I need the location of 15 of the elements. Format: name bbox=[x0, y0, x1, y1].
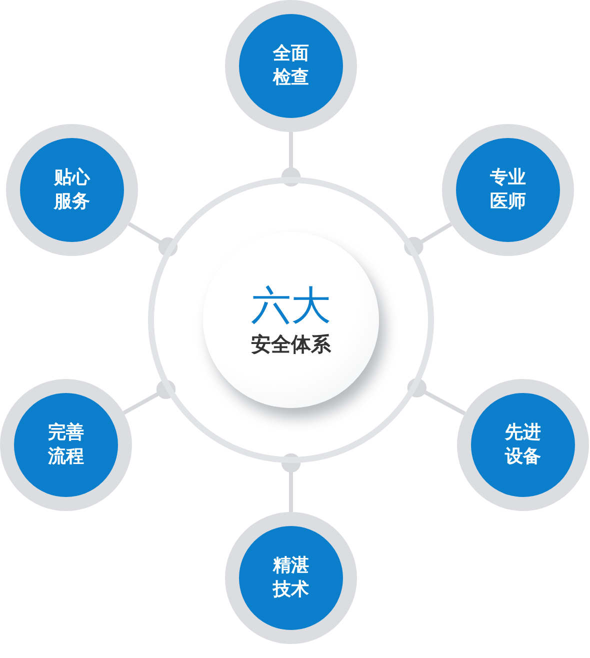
topic-label: 先进设备 bbox=[504, 421, 542, 469]
connector-line bbox=[407, 378, 466, 416]
connector-line bbox=[281, 132, 301, 187]
topic-label: 精湛技术 bbox=[272, 554, 310, 602]
topic-label: 专业医师 bbox=[489, 166, 527, 214]
subtitle-text: 安全体系 bbox=[251, 331, 331, 358]
connector-line bbox=[404, 222, 452, 256]
topic-label: 全面检查 bbox=[272, 42, 310, 90]
topic-label: 完善流程 bbox=[46, 421, 85, 469]
title-text: 六大 bbox=[251, 282, 331, 330]
connector-line bbox=[281, 453, 301, 512]
connector-line bbox=[128, 222, 178, 257]
topic-label: 贴心服务 bbox=[52, 166, 92, 214]
connector-line bbox=[122, 380, 176, 415]
ring bbox=[148, 177, 434, 463]
